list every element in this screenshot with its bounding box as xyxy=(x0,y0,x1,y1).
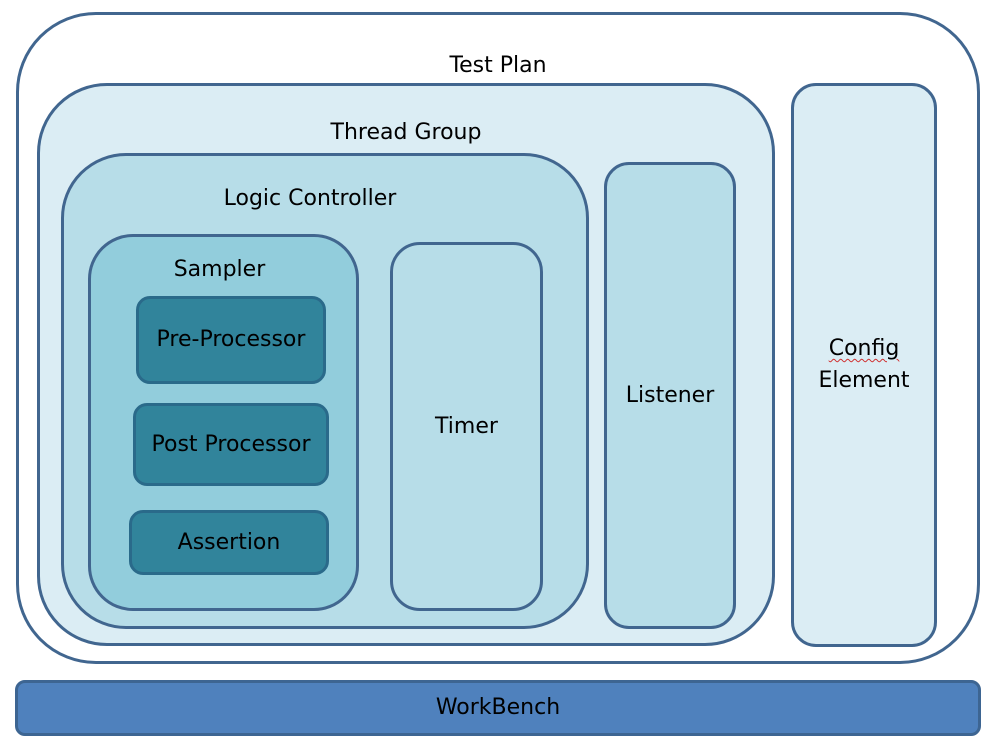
logic-controller-label: Logic Controller xyxy=(223,186,397,211)
timer-label: Timer xyxy=(435,413,498,439)
test-plan-label: Test Plan xyxy=(449,53,547,78)
assertion-label: Assertion xyxy=(177,529,281,555)
pre-processor-box: Pre-Processor xyxy=(136,296,326,384)
config-element-line2: Element xyxy=(818,368,910,393)
workbench-box: WorkBench xyxy=(15,680,981,736)
thread-group-label: Thread Group xyxy=(330,120,482,145)
sampler-label: Sampler xyxy=(173,257,266,282)
post-processor-label: Post Processor xyxy=(151,431,311,457)
post-processor-box: Post Processor xyxy=(133,403,329,486)
config-element-line1: Config xyxy=(828,336,900,361)
listener-label: Listener xyxy=(625,382,715,408)
pre-processor-label: Pre-Processor xyxy=(156,327,306,352)
config-element-box: Config Element xyxy=(791,83,937,647)
workbench-label: WorkBench xyxy=(435,695,561,720)
config-element-label: Config Element xyxy=(794,86,934,644)
listener-box: Listener xyxy=(604,162,736,629)
assertion-box: Assertion xyxy=(129,510,329,575)
timer-box: Timer xyxy=(390,242,543,611)
